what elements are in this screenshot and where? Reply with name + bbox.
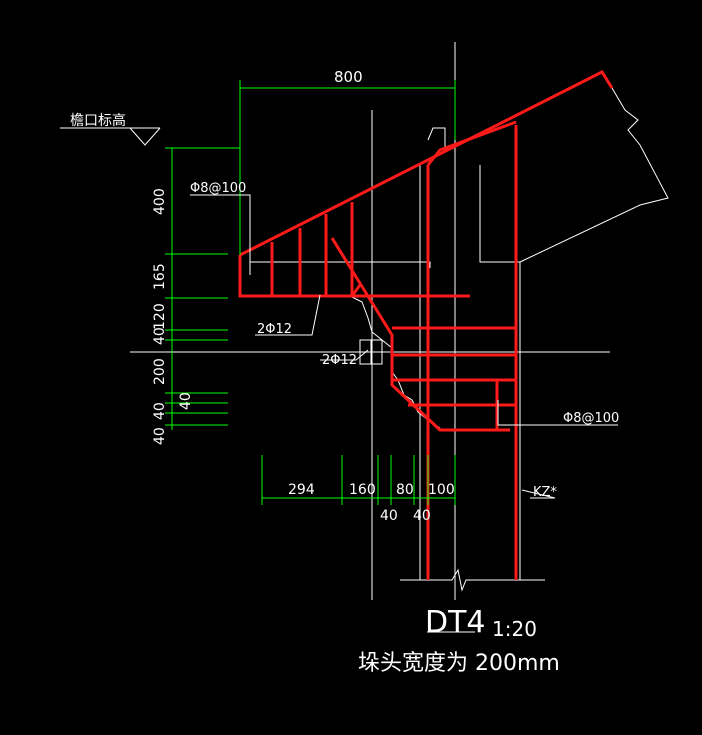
drawing-title: DT4: [425, 605, 486, 640]
left-dim-40c: 40: [178, 392, 194, 410]
roof-break-outline: [519, 87, 669, 270]
column-break-line: [400, 568, 545, 592]
left-dim-400: 400: [152, 188, 168, 215]
rebar-label-2: 2Φ12: [322, 353, 357, 368]
bottom-dim-80: 80: [396, 482, 414, 498]
stirrup-label-right: Φ8@100: [563, 411, 619, 426]
bottom-dim-294: 294: [288, 482, 315, 498]
left-dim-40d: 40: [152, 427, 168, 445]
roof-slab-inner: [479, 165, 520, 263]
bottom-dim-100: 100: [428, 482, 455, 498]
drawing-note: 垛头宽度为 200mm: [358, 651, 560, 676]
left-dim-40b: 40: [152, 402, 168, 420]
top-rebar: [239, 70, 614, 257]
left-dim-165: 165: [152, 263, 168, 290]
drawing-scale: 1:20: [492, 617, 537, 641]
left-dim-120: 120: [152, 303, 168, 330]
left-dim-40a: 40: [152, 327, 168, 345]
cornice-bottom: [250, 261, 431, 268]
bottom-sub-dim-40a: 40: [380, 508, 398, 524]
eave-elevation-label: 檐口标高: [70, 112, 126, 129]
top-dimension-800: 800: [334, 68, 363, 86]
elevation-symbol: [129, 127, 161, 146]
rebar-label-1: 2Φ12: [257, 322, 292, 337]
slab-cap: [427, 127, 446, 150]
bottom-sub-dim-40b: 40: [413, 508, 431, 524]
left-dim-200: 200: [152, 358, 168, 385]
stirrup-label-upper: Φ8@100: [190, 181, 246, 196]
diagonal-rebar: [330, 237, 510, 432]
bottom-dim-160: 160: [349, 482, 376, 498]
column-label: KZ*: [533, 485, 557, 500]
